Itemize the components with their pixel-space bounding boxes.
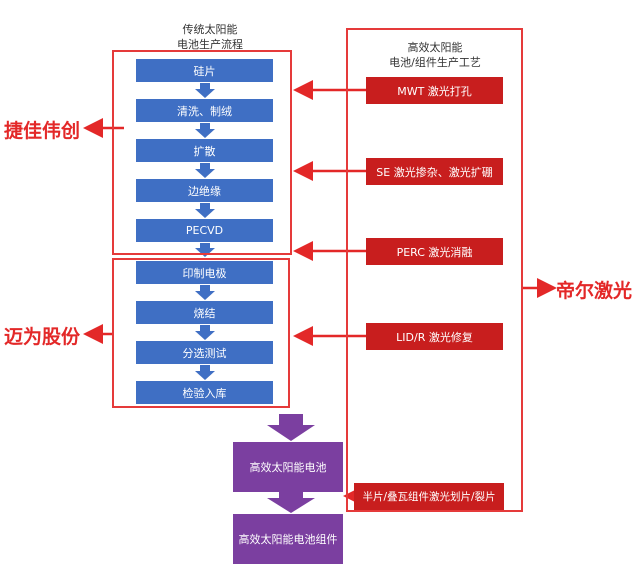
laser-step-lidr: LID/R 激光修复: [366, 323, 503, 350]
down-arrow-2: [195, 123, 215, 138]
down-arrow-3: [195, 163, 215, 178]
right-title: 高效太阳能 电池/组件生产工艺: [350, 40, 520, 70]
step-down-arrows: [195, 83, 215, 380]
purple-arrow-1: [267, 414, 315, 441]
step-wafer: 硅片: [136, 59, 273, 82]
company-label-top-left: 捷佳伟创: [4, 120, 81, 142]
step-sintering: 烧结: [136, 301, 273, 324]
down-arrow-5: [195, 243, 215, 257]
left-title-line-2: 电池生产流程: [177, 38, 243, 51]
product-cell: 高效太阳能电池: [233, 442, 343, 492]
down-arrow-7: [195, 325, 215, 340]
step-cleaning: 清洗、制绒: [136, 99, 273, 122]
left-title-line-1: 传统太阳能: [182, 23, 238, 36]
product-module: 高效太阳能电池组件: [233, 514, 343, 564]
down-arrow-8: [195, 365, 215, 380]
step-print-electrode: 印制电极: [136, 261, 273, 284]
purple-arrow-2: [267, 489, 315, 513]
left-title: 传统太阳能 电池生产流程: [155, 22, 265, 52]
step-diffusion: 扩散: [136, 139, 273, 162]
group-box-laser: [346, 28, 523, 512]
laser-step-half-cut: 半片/叠瓦组件激光划片/裂片: [354, 483, 504, 510]
step-pecvd: PECVD: [136, 219, 273, 242]
right-title-line-1: 高效太阳能: [407, 41, 463, 54]
product-down-arrows: [267, 414, 315, 513]
group-box-front-end: [112, 50, 292, 255]
step-inspection: 检验入库: [136, 381, 273, 404]
down-arrow-4: [195, 203, 215, 218]
company-label-right: 帝尔激光: [556, 280, 633, 302]
laser-step-perc: PERC 激光消融: [366, 238, 503, 265]
step-edge-isolation: 边绝缘: [136, 179, 273, 202]
company-label-bottom-left: 迈为股份: [4, 326, 81, 348]
laser-step-mwt: MWT 激光打孔: [366, 77, 503, 104]
down-arrow-1: [195, 83, 215, 98]
down-arrow-6: [195, 285, 215, 300]
group-box-back-end: [112, 258, 290, 408]
step-sort-test: 分选测试: [136, 341, 273, 364]
right-title-line-2: 电池/组件生产工艺: [389, 56, 481, 69]
laser-step-se: SE 激光掺杂、激光扩硼: [366, 158, 503, 185]
